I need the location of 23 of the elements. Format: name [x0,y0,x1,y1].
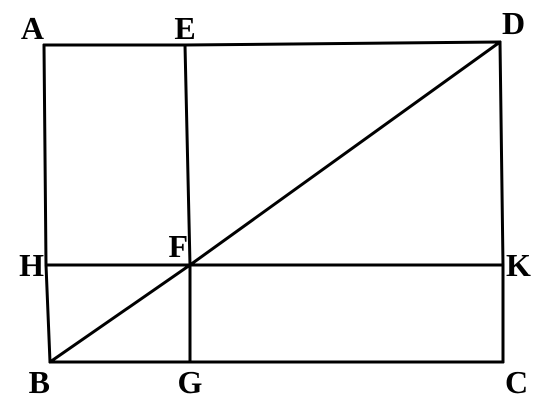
point-label: E [168,10,202,45]
point-label: D [502,6,542,40]
line-segment [184,44,192,266]
line-segment [44,264,192,266]
line-segment [48,360,192,364]
line-segment [188,40,502,266]
point-label: C [505,364,545,400]
point-label: G [173,364,207,400]
line-segment [42,44,48,266]
point-label: K [506,248,546,282]
line-segment [498,40,504,266]
line-segment [184,40,502,46]
line-segment [188,264,504,266]
point-label: A [8,10,44,45]
line-segment [188,264,192,364]
line-segment [48,264,192,364]
line-segment [188,360,504,364]
point-label: H [4,248,44,282]
point-label: B [8,364,50,400]
line-segment [42,44,186,46]
line-segment [44,264,52,364]
point-label: F [156,229,188,263]
line-segment [502,264,504,364]
